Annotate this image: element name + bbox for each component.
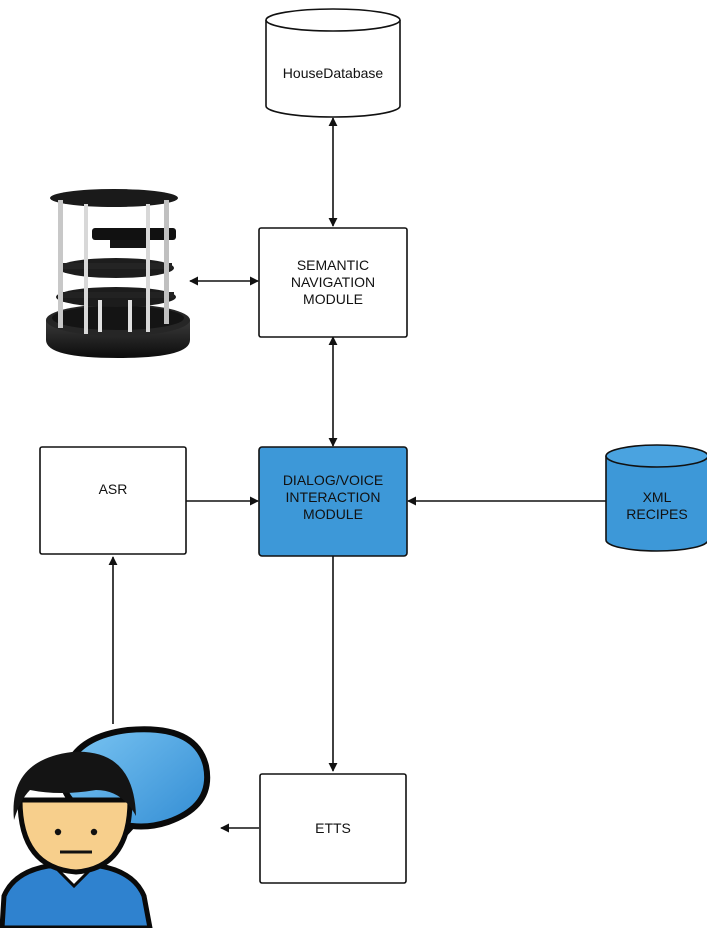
xml-recipes-node [605,444,707,552]
turtlebot-robot-icon [46,189,190,358]
edges [108,117,606,833]
dialog-voice-box [258,446,408,557]
asr-box [39,446,187,555]
etts-label: ETTS [315,820,351,836]
xml-recipes-cylinder-top [605,444,707,468]
semantic-navigation-label: SEMANTIC NAVIGATION MODULE [290,257,376,307]
asr-label: ASR [98,480,128,497]
semantic-navigation-box [258,227,408,338]
house-database-cylinder [265,20,401,118]
house-database-node [265,8,401,118]
etts-box [259,773,407,884]
dialog-voice-label: DIALOG/VOICE INTERACTION MODULE [282,471,384,522]
xml-recipes-cylinder [605,456,707,552]
user-speech-bubble-icon [0,726,211,928]
house-database-label: HouseDatabase [282,64,384,81]
xml-recipes-label: XML RECIPES [626,489,688,522]
house-database-cylinder-top [265,8,401,32]
